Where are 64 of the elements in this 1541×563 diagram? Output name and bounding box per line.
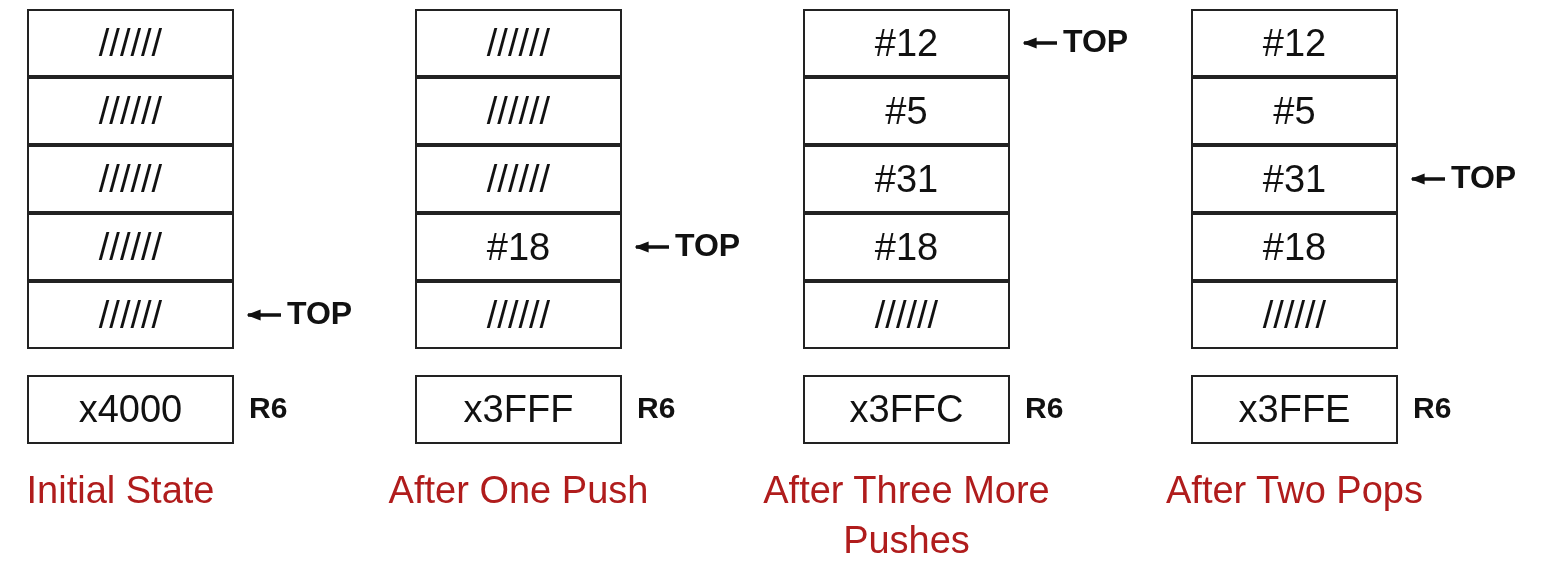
stack-cell <box>27 281 234 349</box>
pointer-arrow <box>1410 173 1445 185</box>
cell-value: ////// <box>98 293 163 337</box>
cell-value: ////// <box>486 89 551 133</box>
cell-value: #5 <box>885 89 928 133</box>
cell-value: ////// <box>486 293 551 337</box>
stack-cell <box>415 9 622 77</box>
pointer-arrow <box>246 309 281 321</box>
stack-cell <box>27 77 234 145</box>
stack-cell <box>1191 145 1398 213</box>
pointer-label: TOP <box>1063 23 1129 60</box>
cell-value: ////// <box>98 225 163 269</box>
stack-cell <box>803 213 1010 281</box>
cell-value: ////// <box>98 89 163 133</box>
register-value: x3FFE <box>1238 388 1351 431</box>
stack-cell <box>1191 281 1398 349</box>
register-value: x3FFC <box>849 388 964 431</box>
register-name: R6 <box>1025 391 1064 425</box>
stack-cell <box>803 281 1010 349</box>
cell-value: #31 <box>1262 157 1327 201</box>
cell-value: #18 <box>486 225 551 269</box>
cell-value: ////// <box>486 21 551 65</box>
pointer-arrow <box>634 241 669 253</box>
stack-cell <box>1191 213 1398 281</box>
cell-value: ////// <box>98 157 163 201</box>
register-box <box>1191 375 1398 444</box>
stack-cell <box>27 213 234 281</box>
register-value: x3FFF <box>463 388 574 431</box>
pointer-label: TOP <box>287 295 353 332</box>
cell-value: #18 <box>1262 225 1327 269</box>
cell-value: ////// <box>98 21 163 65</box>
cell-value: ////// <box>1262 293 1327 337</box>
register-value: x4000 <box>78 388 183 431</box>
cell-value: ////// <box>874 293 939 337</box>
pointer-label: TOP <box>1451 159 1517 196</box>
stack-cell <box>415 213 622 281</box>
register-box <box>803 375 1010 444</box>
state-caption: After Two Pops <box>1165 468 1424 513</box>
stack-cell <box>1191 9 1398 77</box>
cell-value: #31 <box>874 157 939 201</box>
stack-cell <box>803 145 1010 213</box>
state-caption: Initial State <box>25 468 216 513</box>
register-box <box>415 375 622 444</box>
state-caption: After One Push <box>387 468 650 513</box>
register-name: R6 <box>637 391 676 425</box>
stack-cell <box>415 145 622 213</box>
stack-cell <box>803 77 1010 145</box>
register-box <box>27 375 234 444</box>
cell-value: #12 <box>874 21 939 65</box>
cell-value: #5 <box>1273 89 1316 133</box>
state-caption: After Three More Pushes <box>762 468 1051 563</box>
stack-cell <box>27 145 234 213</box>
cell-value: #12 <box>1262 21 1327 65</box>
stack-cell <box>415 77 622 145</box>
register-name: R6 <box>1413 391 1452 425</box>
pointer-label: TOP <box>675 227 741 264</box>
stack-cell <box>27 9 234 77</box>
stack-cell <box>803 9 1010 77</box>
cell-value: ////// <box>486 157 551 201</box>
register-name: R6 <box>249 391 288 425</box>
stack-cell <box>1191 77 1398 145</box>
cell-value: #18 <box>874 225 939 269</box>
stack-cell <box>415 281 622 349</box>
pointer-arrow <box>1022 37 1057 49</box>
